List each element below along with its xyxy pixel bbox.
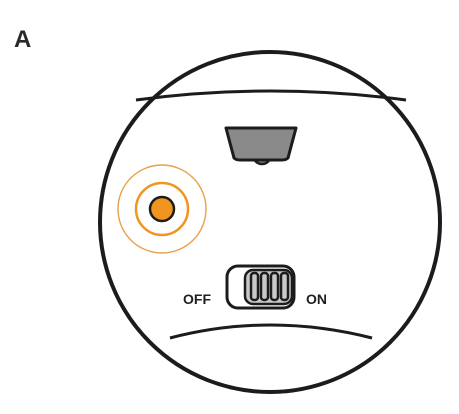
status-indicator-light <box>117 164 207 254</box>
power-switch[interactable] <box>225 264 296 310</box>
indicator-outer-ring <box>117 164 207 254</box>
switch-off-label: OFF <box>183 291 211 307</box>
device-body <box>98 50 442 394</box>
sensor-housing <box>224 126 298 166</box>
indicator-led <box>148 195 176 223</box>
sensor-cover <box>224 126 298 162</box>
switch-grip-ridges <box>249 271 290 302</box>
indicator-middle-ring <box>134 181 190 237</box>
upper-seam-line <box>135 89 407 102</box>
switch-on-label: ON <box>306 291 327 307</box>
panel-label: A <box>14 26 32 53</box>
lower-seam-line <box>169 323 373 340</box>
